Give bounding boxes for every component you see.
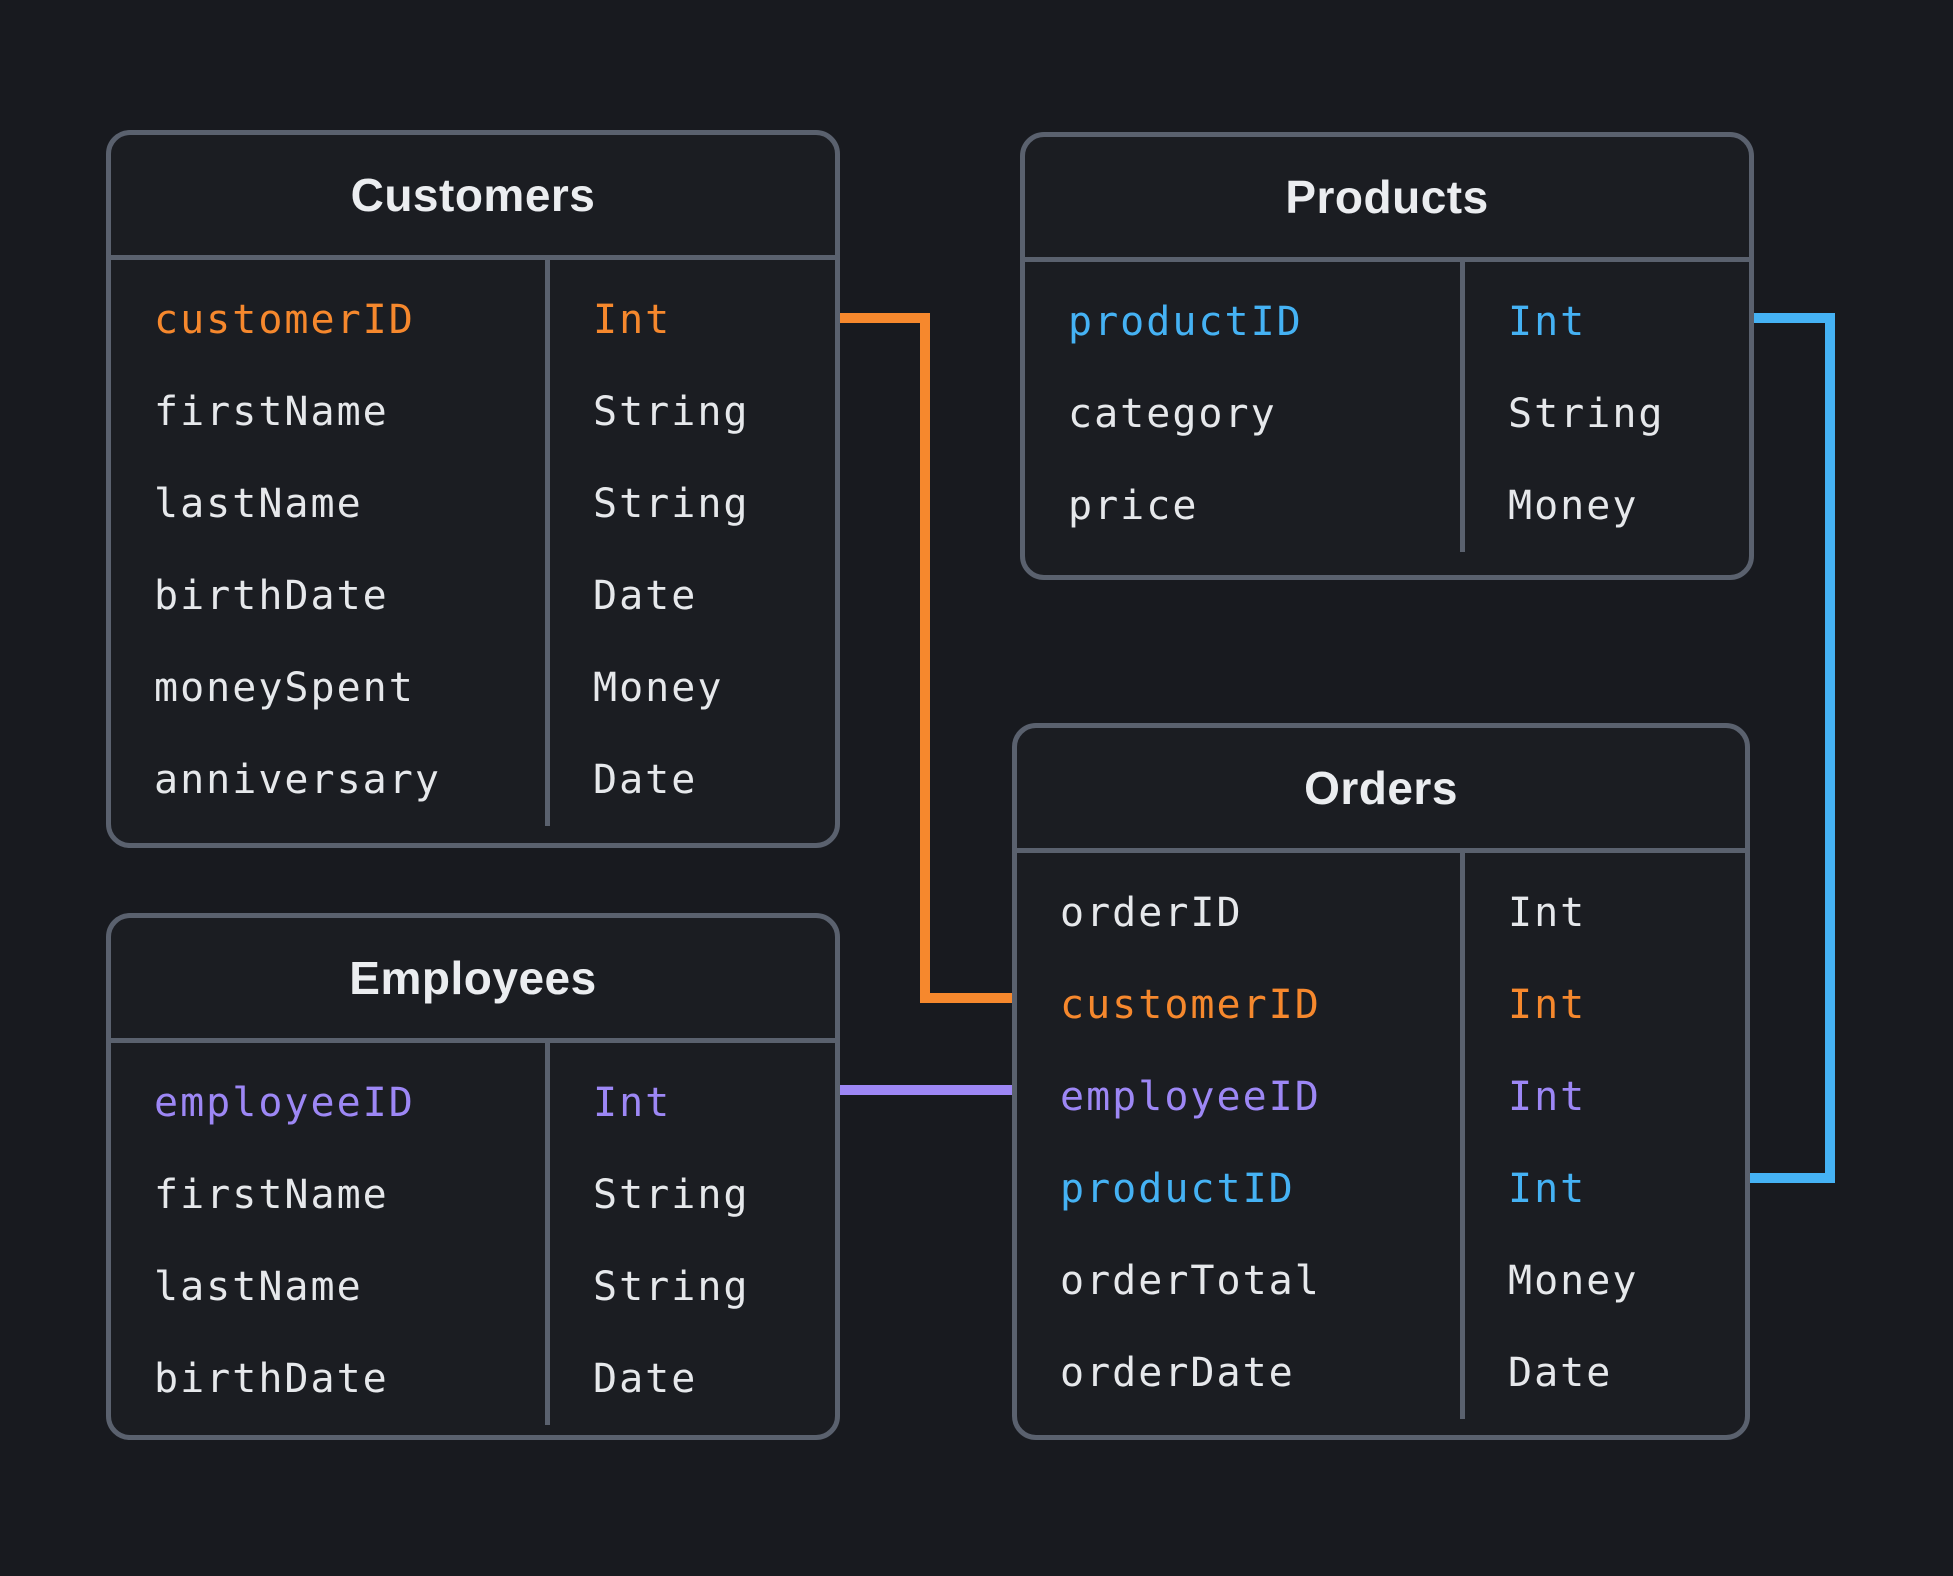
field-row-employees-employeeID: employeeID Int [111, 1057, 835, 1149]
field-type: Money [1508, 483, 1639, 529]
field-row-customers-customerID: customerID Int [111, 274, 835, 366]
field-row-employees-firstName: firstName String [111, 1149, 835, 1241]
field-type: Date [593, 573, 698, 619]
field-row-orders-productID: productID Int [1017, 1143, 1745, 1235]
field-name: orderDate [1060, 1350, 1295, 1396]
column-divider [1460, 853, 1465, 1419]
column-divider [1460, 262, 1465, 552]
field-type: String [593, 1172, 750, 1218]
field-type: Date [593, 1356, 698, 1402]
field-type: Date [1508, 1350, 1613, 1396]
field-row-orders-customerID: customerID Int [1017, 959, 1745, 1051]
field-row-customers-birthDate: birthDate Date [111, 550, 835, 642]
field-name: customerID [1060, 982, 1321, 1028]
field-row-customers-anniversary: anniversary Date [111, 734, 835, 826]
field-type: Int [593, 1080, 672, 1126]
field-name: customerID [154, 297, 415, 343]
field-type: String [593, 389, 750, 435]
table-title: Orders [1304, 762, 1458, 814]
field-row-orders-orderID: orderID Int [1017, 867, 1745, 959]
field-type: Int [1508, 982, 1587, 1028]
table-customers-header: Customers [111, 135, 835, 260]
field-type: Int [1508, 890, 1587, 936]
field-type: Date [593, 757, 698, 803]
field-name: anniversary [154, 757, 441, 803]
field-name: orderTotal [1060, 1258, 1321, 1304]
field-row-customers-lastName: lastName String [111, 458, 835, 550]
field-type: Int [1508, 1166, 1587, 1212]
table-products-header: Products [1025, 137, 1749, 262]
field-name: employeeID [1060, 1074, 1321, 1120]
table-products: Products productID Int category String price… [1020, 132, 1754, 580]
field-name: orderID [1060, 890, 1243, 936]
field-type: String [1508, 391, 1665, 437]
field-row-orders-employeeID: employeeID Int [1017, 1051, 1745, 1143]
field-row-employees-lastName: lastName String [111, 1241, 835, 1333]
field-type: String [593, 481, 750, 527]
field-name: price [1068, 483, 1199, 529]
table-products-body: productID Int category String price Money [1025, 262, 1749, 552]
table-title: Customers [350, 169, 596, 221]
field-type: Money [1508, 1258, 1639, 1304]
field-type: Money [593, 665, 724, 711]
field-name: productID [1068, 299, 1303, 345]
field-row-customers-firstName: firstName String [111, 366, 835, 458]
field-name: lastName [154, 481, 363, 527]
table-title: Employees [349, 952, 597, 1004]
field-row-products-productID: productID Int [1025, 276, 1749, 368]
field-type: Int [1508, 299, 1587, 345]
column-divider [545, 260, 550, 826]
field-row-products-price: price Money [1025, 460, 1749, 552]
table-title: Products [1285, 171, 1489, 223]
field-row-products-category: category String [1025, 368, 1749, 460]
field-name: birthDate [154, 573, 389, 619]
connector-customers-customerID-to-orders-customerID [838, 313, 1016, 1003]
field-type: Int [593, 297, 672, 343]
table-orders-header: Orders [1017, 728, 1745, 853]
field-name: moneySpent [154, 665, 415, 711]
field-name: employeeID [154, 1080, 415, 1126]
field-name: firstName [154, 389, 389, 435]
field-name: productID [1060, 1166, 1295, 1212]
field-name: category [1068, 391, 1277, 437]
field-name: firstName [154, 1172, 389, 1218]
connector-products-productID-to-orders-productID [1746, 313, 1835, 1183]
field-row-employees-birthDate: birthDate Date [111, 1333, 835, 1425]
field-type: Int [1508, 1074, 1587, 1120]
field-row-orders-orderTotal: orderTotal Money [1017, 1235, 1745, 1327]
field-type: String [593, 1264, 750, 1310]
column-divider [545, 1043, 550, 1425]
table-employees-header: Employees [111, 918, 835, 1043]
field-name: birthDate [154, 1356, 389, 1402]
field-name: lastName [154, 1264, 363, 1310]
field-row-orders-orderDate: orderDate Date [1017, 1327, 1745, 1419]
field-row-customers-moneySpent: moneySpent Money [111, 642, 835, 734]
